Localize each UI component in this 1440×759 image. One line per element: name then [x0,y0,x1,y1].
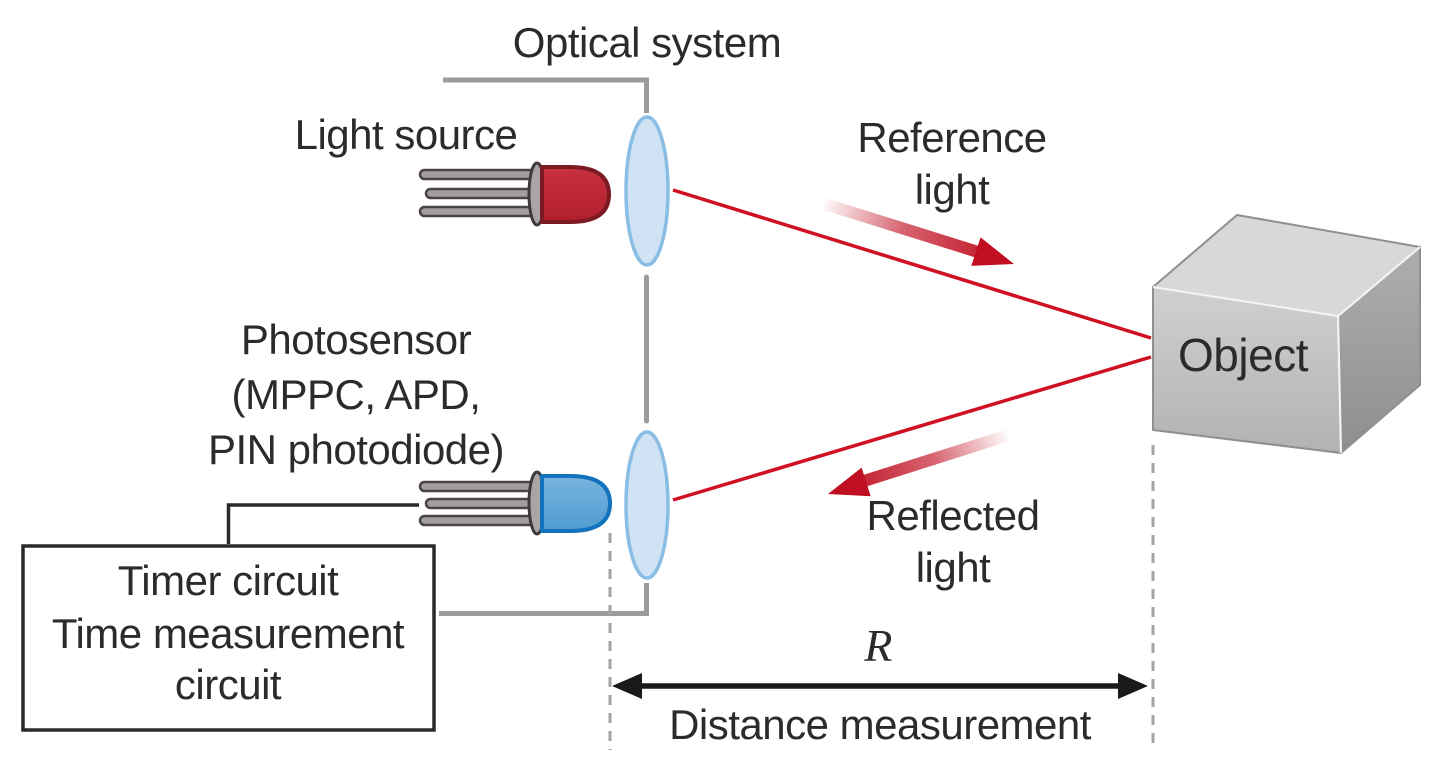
distance-symbol-label: R [864,620,892,671]
receive-lens-icon [624,430,670,580]
optical-bracket-bottom [439,583,649,616]
optical-bracket-top [443,77,649,113]
distance-arrow-icon [612,673,1148,699]
object-cube-icon [1152,214,1421,454]
reflected-light-label: Reflected light [866,492,1040,591]
reflected-ray [672,355,1152,502]
light-source-label: Light source [294,111,518,158]
photosensor-wire [226,503,419,544]
photosensor-label: Photosensor (MPPC, APD, PIN photodiode) [207,316,505,473]
timer-circuit-box [21,544,436,732]
distance-measurement-label: Distance measurement [669,701,1091,748]
reference-light-label: Reference light [857,114,1047,213]
optical-system-label: Optical system [512,19,782,66]
transmit-lens-icon [624,115,670,267]
reference-arrow-icon [823,198,1014,266]
object-label: Object [1178,329,1308,381]
reference-ray [672,188,1152,340]
red-led-icon [418,161,611,227]
timer-circuit-label: Timer circuit [117,557,339,604]
reflected-arrow-icon [828,429,1011,497]
time-measurement-circuit-label: Time measurement circuit [51,610,405,708]
blue-led-icon [418,470,612,536]
